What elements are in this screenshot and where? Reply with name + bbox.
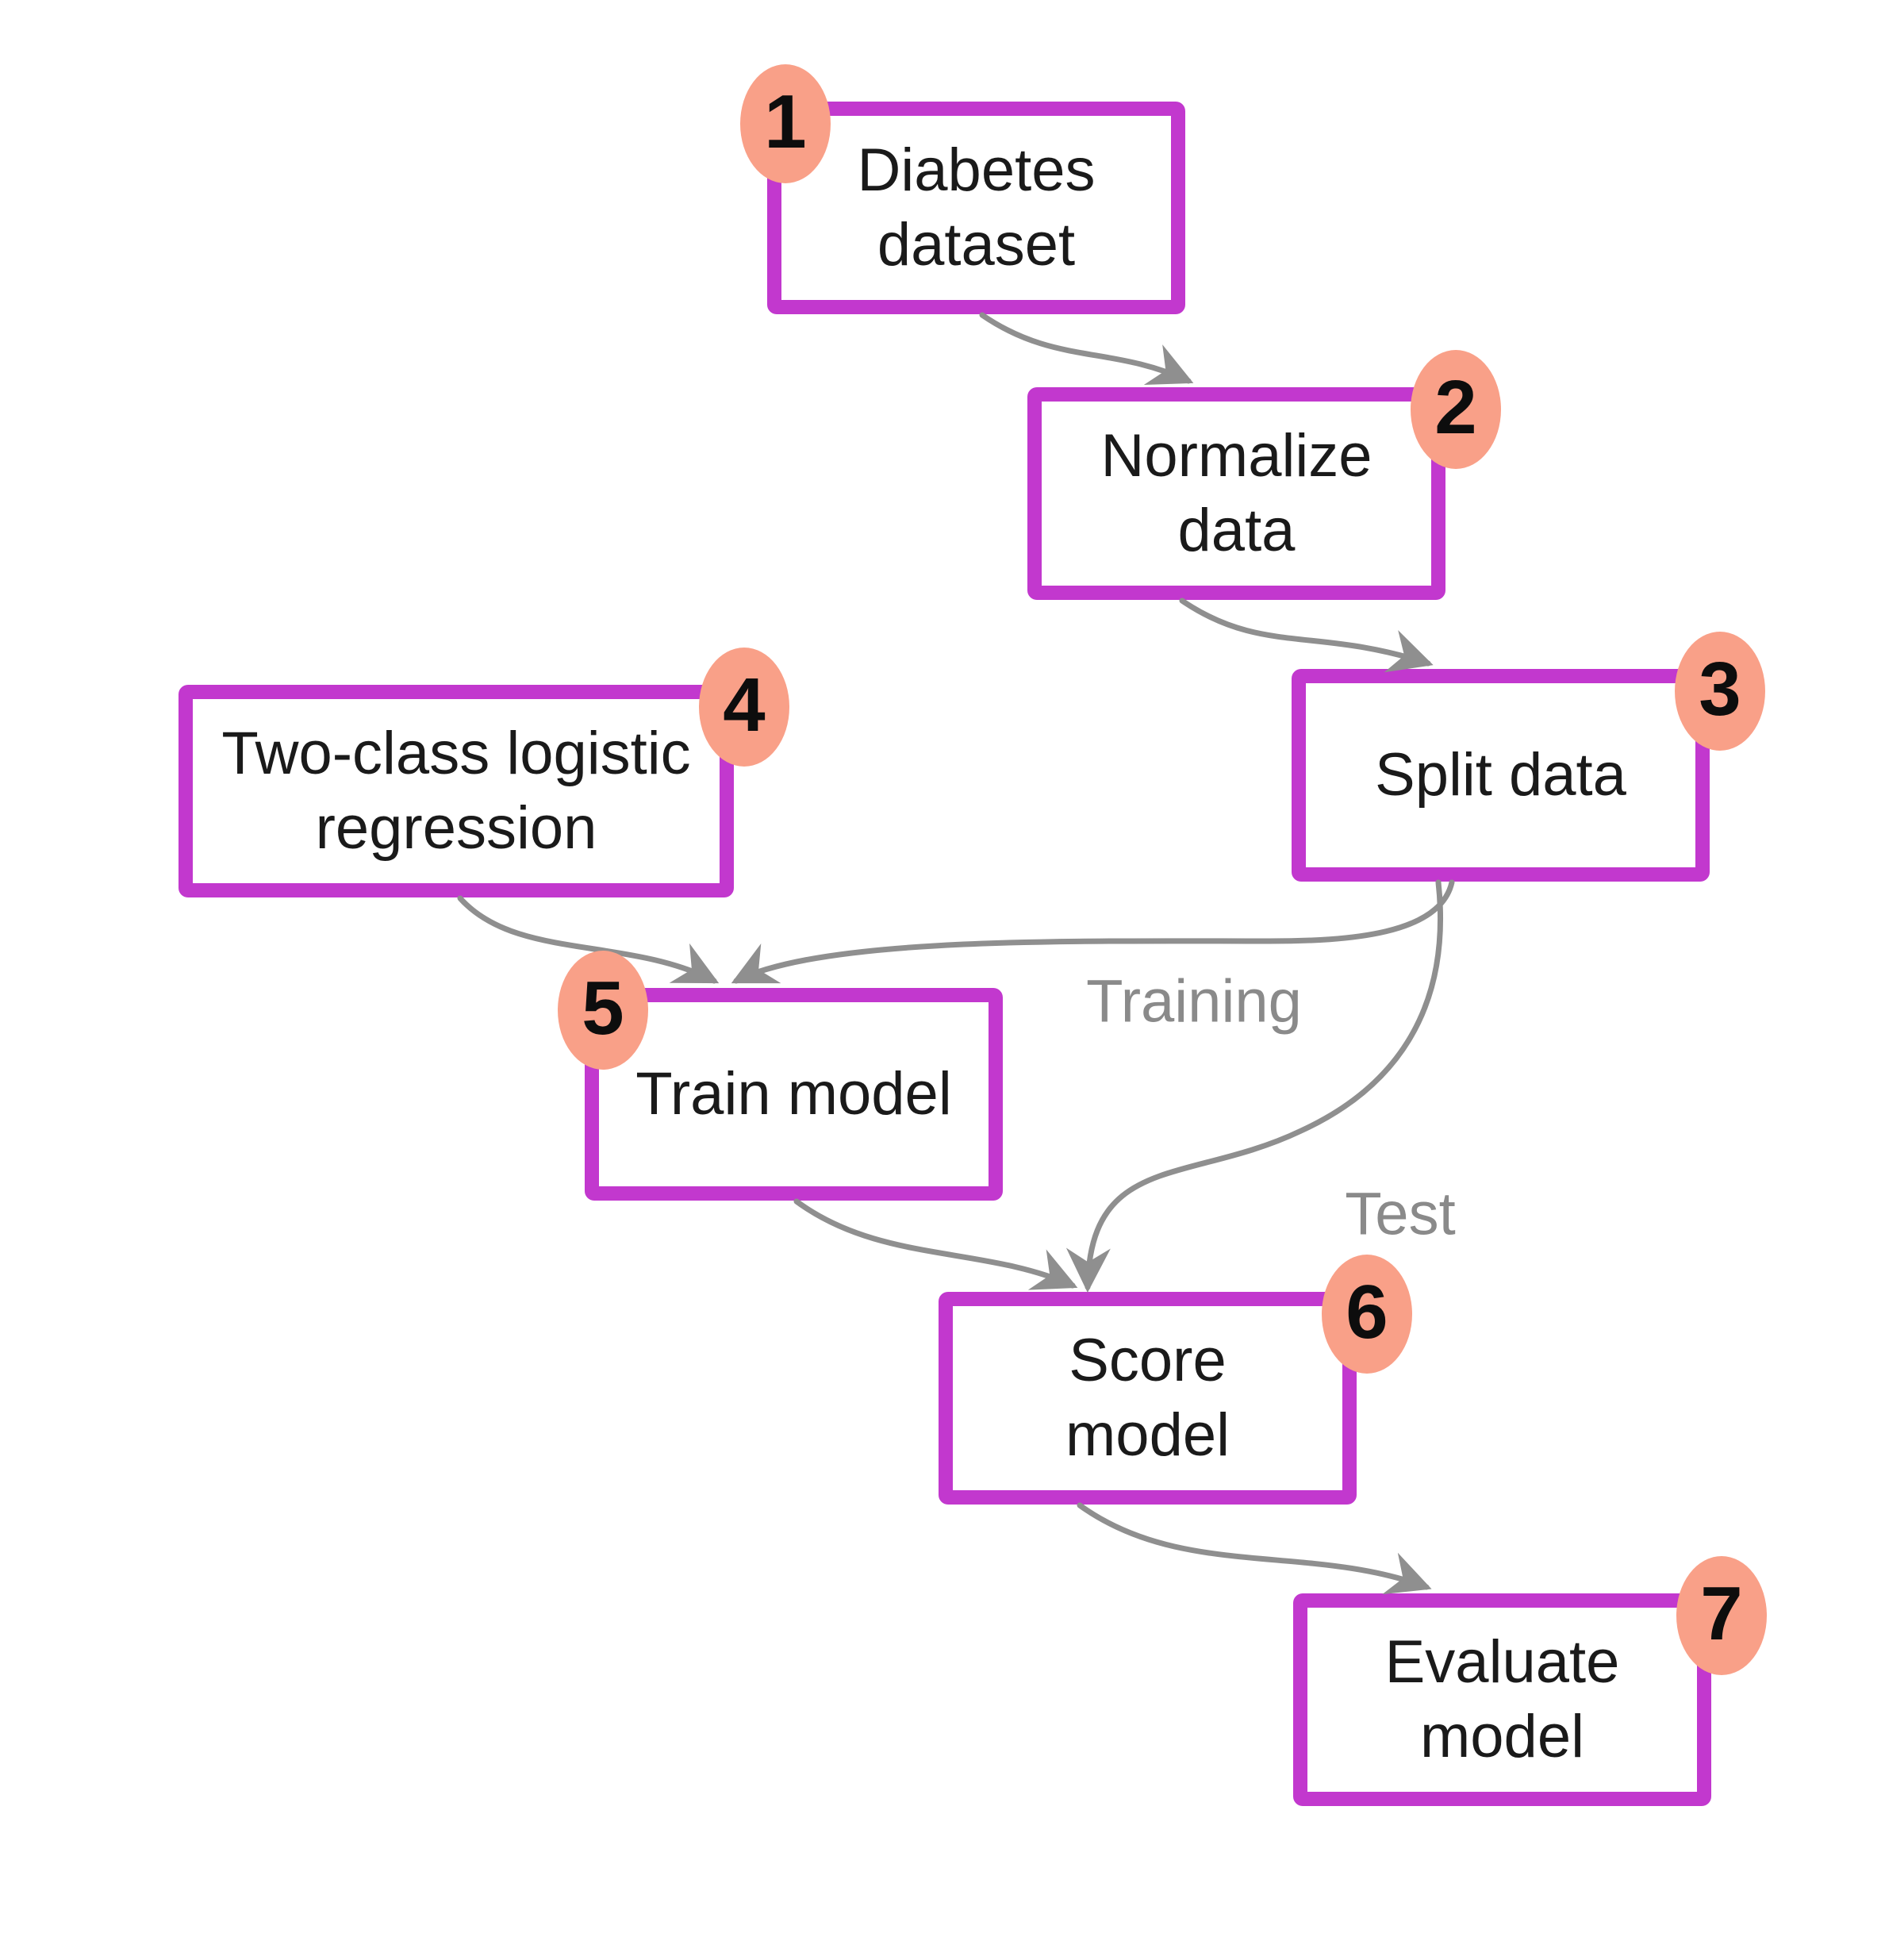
diabetes-dataset-step-number: 1 [764, 79, 807, 164]
evaluate-model-label: Evaluate model [1385, 1625, 1620, 1774]
score-model-step-number: 6 [1346, 1270, 1388, 1355]
edge-split-to-train [731, 879, 1455, 984]
edge-score-to-evaluate [1077, 1502, 1432, 1595]
diabetes-dataset-label: Diabetes dataset [858, 133, 1096, 282]
normalize-data-step-badge: 2 [1411, 350, 1501, 469]
two-class-logistic-regression-step-badge: 4 [699, 648, 789, 767]
two-class-logistic-regression-label-line: regression [315, 794, 597, 862]
train-model-label-line: Train model [635, 1060, 952, 1128]
split-data-node: Split data 3 [1292, 632, 1765, 882]
normalize-data-label-line: Normalize [1100, 422, 1372, 490]
score-model-node: Score model 6 [939, 1255, 1412, 1505]
edge-label-test: Test [1345, 1180, 1456, 1248]
score-model-step-badge: 6 [1322, 1255, 1412, 1374]
edge-normalize-to-split [1179, 598, 1434, 673]
normalize-data-label-line: data [1177, 497, 1296, 564]
normalize-data-step-number: 2 [1434, 365, 1477, 450]
score-model-label: Score model [1065, 1324, 1230, 1473]
diabetes-dataset-step-badge: 1 [740, 64, 831, 183]
two-class-logistic-regression-node: Two-class logistic regression 4 [179, 648, 789, 897]
two-class-logistic-regression-label: Two-class logistic regression [221, 717, 690, 866]
train-model-step-badge: 5 [558, 951, 648, 1070]
edge-train-to-score [793, 1198, 1078, 1290]
diabetes-dataset-node: Diabetes dataset 1 [740, 64, 1185, 314]
evaluate-model-label-line: model [1419, 1703, 1584, 1770]
train-model-label: Train model [635, 1057, 951, 1132]
normalize-data-label: Normalize data [1100, 419, 1372, 568]
edge-dataset-to-normalize [979, 312, 1194, 386]
normalize-data-node: Normalize data 2 [1027, 350, 1501, 600]
split-data-label: Split data [1375, 738, 1626, 813]
edge-label-training: Training [1086, 967, 1302, 1036]
diabetes-dataset-label-line: dataset [877, 211, 1076, 279]
two-class-logistic-regression-label-line: Two-class logistic [221, 720, 691, 787]
score-model-label-line: Score [1069, 1327, 1227, 1394]
train-model-step-number: 5 [582, 966, 624, 1051]
split-data-label-line: Split data [1375, 741, 1626, 809]
split-data-step-number: 3 [1699, 647, 1741, 732]
evaluate-model-step-number: 7 [1700, 1571, 1743, 1656]
evaluate-model-node: Evaluate model 7 [1293, 1556, 1767, 1806]
two-class-logistic-regression-step-number: 4 [723, 663, 766, 747]
evaluate-model-step-badge: 7 [1676, 1556, 1767, 1675]
diabetes-dataset-label-line: Diabetes [857, 136, 1096, 204]
split-data-step-badge: 3 [1675, 632, 1765, 751]
score-model-label-line: model [1065, 1401, 1230, 1469]
evaluate-model-label-line: Evaluate [1384, 1628, 1620, 1696]
